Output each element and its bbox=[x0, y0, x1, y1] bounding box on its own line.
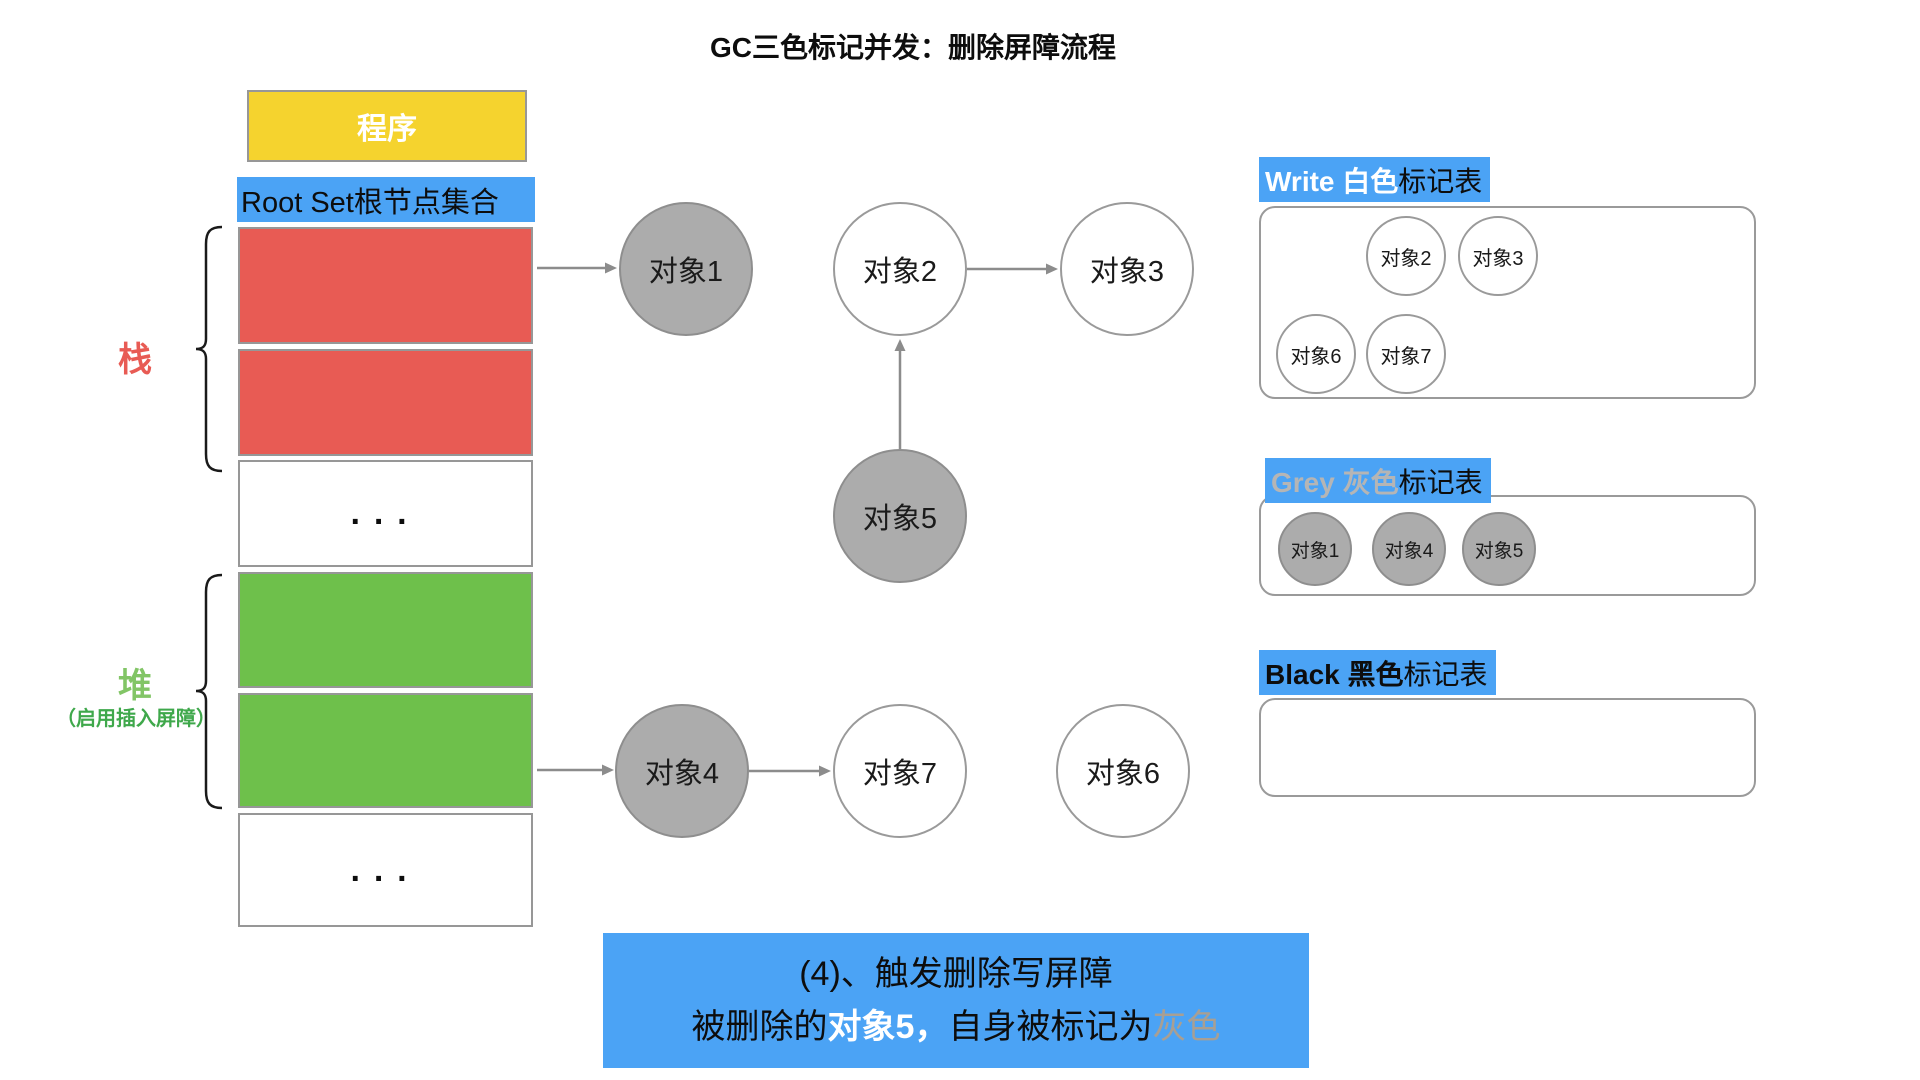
heap-label: 堆 bbox=[118, 667, 152, 705]
white-table-obj7-label: 对象7 bbox=[1380, 345, 1432, 368]
black-mark-table-header: Black 黑色标记表 bbox=[1259, 650, 1496, 695]
grey-table-obj1: 对象1 bbox=[1278, 512, 1352, 586]
node-obj3-label: 对象3 bbox=[1089, 256, 1165, 288]
node-obj6-label: 对象6 bbox=[1085, 758, 1161, 790]
heap-note: （启用插入屏障） bbox=[56, 708, 216, 730]
page-title: GC三色标记并发：删除屏障流程 bbox=[709, 32, 1116, 63]
heap-ellipsis-row: ··· bbox=[238, 813, 533, 927]
white-table-title-highlight: Write 白色 bbox=[1265, 165, 1399, 197]
caption-line1: (4)、触发删除写屏障 bbox=[799, 954, 1113, 993]
white-table-obj6-label: 对象6 bbox=[1290, 345, 1342, 368]
grey-mark-table-header: Grey 灰色标记表 bbox=[1265, 458, 1491, 503]
stack-ellipsis-row: ··· bbox=[238, 460, 533, 567]
program-label: 程序 bbox=[357, 113, 417, 146]
ellipsis: ··· bbox=[350, 859, 421, 898]
root-set-label: Root Set根节点集合 bbox=[241, 186, 499, 219]
grey-table-title-rest: 标记表 bbox=[1398, 466, 1483, 498]
node-obj4: 对象4 bbox=[615, 704, 749, 838]
black-table-title-highlight: Black 黑色 bbox=[1265, 658, 1404, 690]
node-obj5: 对象5 bbox=[833, 449, 967, 583]
grey-table-obj5-label: 对象5 bbox=[1474, 540, 1524, 562]
ellipsis: ··· bbox=[350, 503, 421, 541]
node-obj7-label: 对象7 bbox=[862, 758, 938, 790]
grey-table-obj5: 对象5 bbox=[1462, 512, 1536, 586]
step-caption: (4)、触发删除写屏障 被删除的对象5，自身被标记为灰色 bbox=[603, 933, 1309, 1068]
grey-table-title-highlight: Grey 灰色 bbox=[1271, 466, 1399, 498]
caption-line2-obj5: 对象5， bbox=[827, 1007, 949, 1046]
white-table-title-rest: 标记表 bbox=[1398, 165, 1483, 197]
grey-table-obj4-label: 对象4 bbox=[1384, 540, 1434, 562]
stack-slot-1 bbox=[238, 227, 533, 344]
heap-slot-2 bbox=[238, 693, 533, 808]
caption-line2-part3: 自身被标记为 bbox=[948, 1007, 1153, 1046]
stack-brace bbox=[195, 225, 223, 473]
root-set-bar: Root Set根节点集合 bbox=[237, 177, 535, 222]
node-obj6: 对象6 bbox=[1056, 704, 1190, 838]
node-obj5-label: 对象5 bbox=[862, 503, 938, 535]
white-table-obj2: 对象2 bbox=[1366, 216, 1446, 296]
caption-line2: 被删除的对象5，自身被标记为灰色 bbox=[692, 1001, 1221, 1054]
node-obj4-label: 对象4 bbox=[644, 758, 720, 790]
node-obj1-label: 对象1 bbox=[648, 256, 724, 288]
node-obj7: 对象7 bbox=[833, 704, 967, 838]
stack-slot-2 bbox=[238, 349, 533, 456]
grey-table-obj4: 对象4 bbox=[1372, 512, 1446, 586]
caption-line2-part1: 被删除的 bbox=[691, 1007, 828, 1046]
stack-label: 栈 bbox=[118, 341, 152, 379]
node-obj1: 对象1 bbox=[619, 202, 753, 336]
node-obj2-label: 对象2 bbox=[862, 256, 938, 288]
white-table-obj2-label: 对象2 bbox=[1380, 247, 1432, 270]
grey-table-obj1-label: 对象1 bbox=[1290, 540, 1340, 562]
heap-brace bbox=[195, 573, 223, 810]
black-mark-table bbox=[1259, 698, 1756, 797]
white-table-obj6: 对象6 bbox=[1276, 314, 1356, 394]
white-table-obj3-label: 对象3 bbox=[1472, 247, 1524, 270]
white-table-obj3: 对象3 bbox=[1458, 216, 1538, 296]
white-table-obj7: 对象7 bbox=[1366, 314, 1446, 394]
caption-line2-grey-word: 灰色 bbox=[1152, 1007, 1221, 1046]
node-obj2: 对象2 bbox=[833, 202, 967, 336]
program-box: 程序 bbox=[247, 90, 527, 162]
node-obj3: 对象3 bbox=[1060, 202, 1194, 336]
white-mark-table-header: Write 白色标记表 bbox=[1259, 157, 1491, 202]
black-table-title-rest: 标记表 bbox=[1403, 658, 1488, 690]
heap-slot-1 bbox=[238, 572, 533, 688]
